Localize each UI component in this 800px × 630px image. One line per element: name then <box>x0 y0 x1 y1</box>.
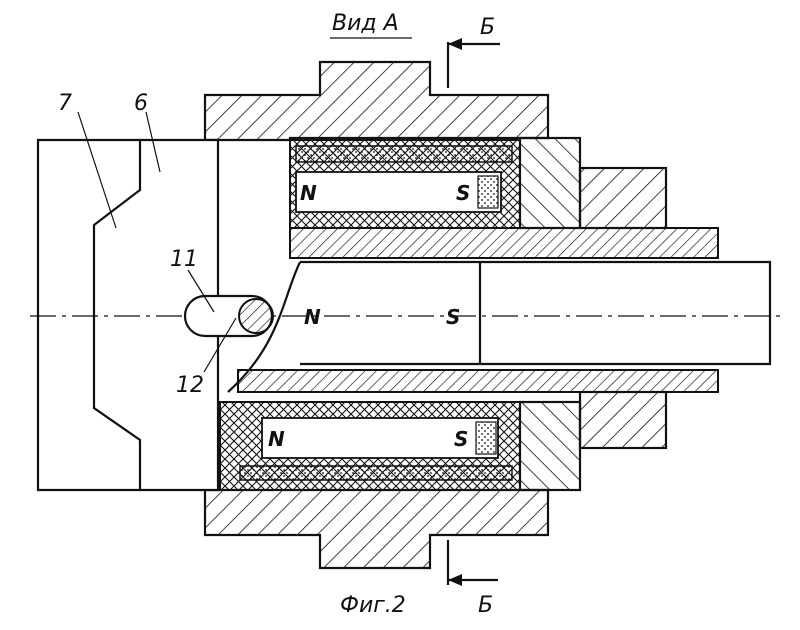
lower-magnet-pole-s: S <box>454 427 468 451</box>
label-part-7: 7 <box>58 91 72 116</box>
section-label-top: Б <box>480 15 495 40</box>
rotor-pole-s: S <box>446 305 460 329</box>
right-flange <box>520 138 666 490</box>
label-part-12: 12 <box>176 373 204 398</box>
view-title: Вид А <box>332 11 399 36</box>
label-part-11: 11 <box>170 247 198 272</box>
lower-magnet-pole-n: N <box>268 427 285 451</box>
section-arrow-bottom <box>448 540 498 586</box>
upper-housing <box>205 62 548 140</box>
upper-coil <box>290 140 520 228</box>
upper-magnet-pole-s: S <box>456 181 470 205</box>
rotor-pole-n: N <box>304 305 321 329</box>
label-part-6: 6 <box>134 91 148 116</box>
section-arrow-top <box>448 38 500 88</box>
upper-magnet-pole-n: N <box>300 181 317 205</box>
lower-housing <box>205 490 548 568</box>
section-label-bottom: Б <box>478 593 493 618</box>
figure-caption: Фиг.2 <box>340 593 406 618</box>
lower-coil <box>220 402 520 490</box>
